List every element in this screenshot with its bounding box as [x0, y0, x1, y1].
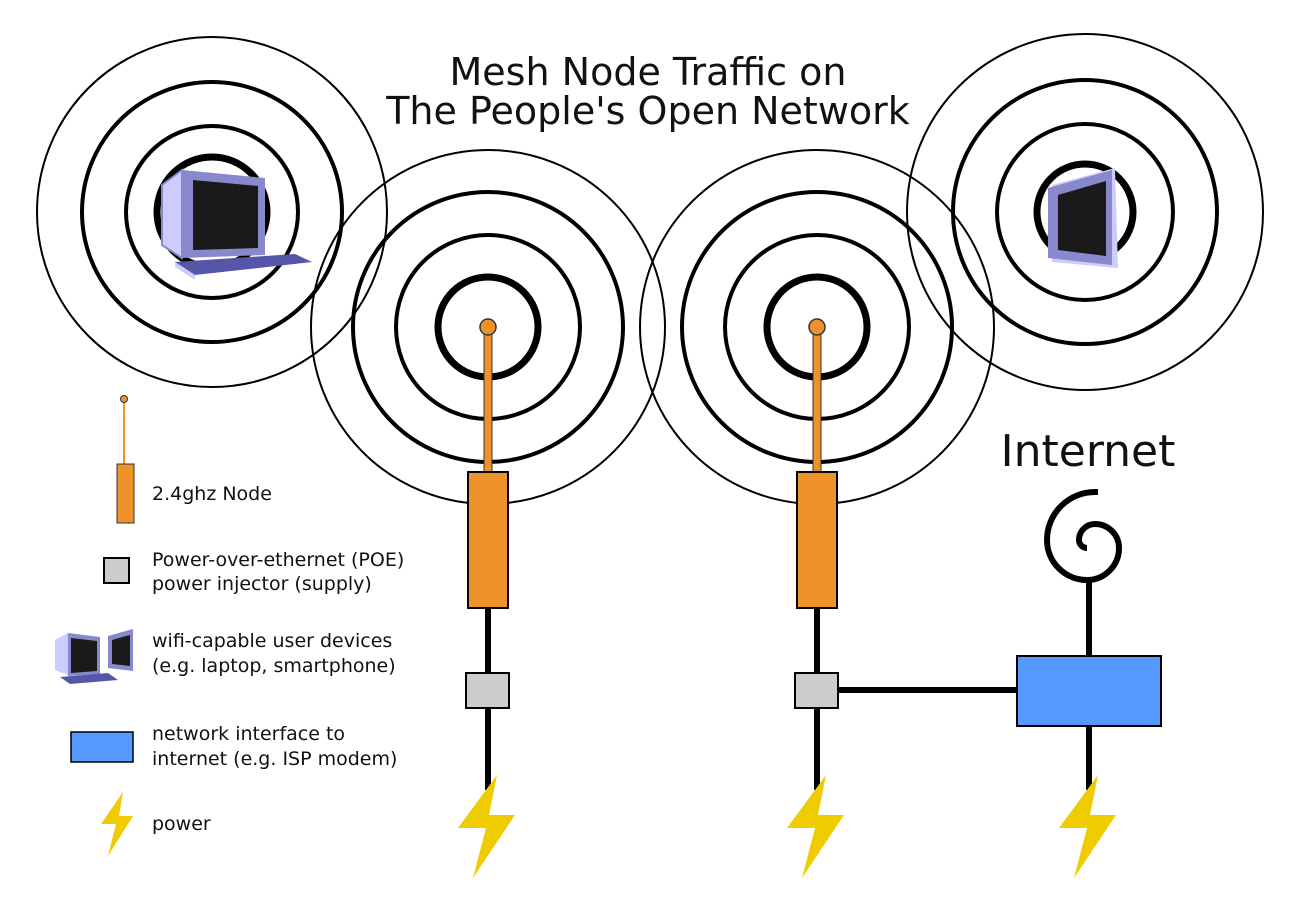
legend-poe-label-1: Power-over-ethernet (POE) [152, 549, 404, 571]
node-1-antenna-tip [479, 318, 497, 336]
legend-modem-label-2: internet (e.g. ISP modem) [152, 748, 397, 770]
node-1-power-bolt [458, 775, 515, 878]
internet-label: Internet [1001, 426, 1176, 477]
laptop-icon [161, 168, 312, 280]
smartphone-icon [1048, 168, 1118, 268]
node-2-antenna [812, 332, 822, 474]
node-1 [458, 318, 515, 878]
modem-box [1016, 655, 1162, 727]
node-1-body [467, 471, 509, 609]
legend-poe-label-2: power injector (supply) [152, 573, 372, 595]
node-2-antenna-tip [808, 318, 826, 336]
legend-devices-label-1: wifi-capable user devices [152, 630, 392, 652]
node-2 [787, 318, 1018, 878]
legend-power-label: power [152, 813, 211, 835]
legend-node-antenna-tip [120, 395, 128, 403]
legend-modem-icon [70, 731, 134, 763]
legend-devices-icon [55, 629, 133, 684]
node-2-body [796, 471, 838, 609]
modem-power-bolt [1059, 775, 1116, 878]
legend-modem-label-1: network interface to [152, 723, 345, 745]
internet-spiral-icon [1043, 489, 1123, 584]
legend-power-icon [101, 792, 133, 856]
legend-devices-label-2: (e.g. laptop, smartphone) [152, 655, 396, 677]
smartphone-signal-rings [906, 33, 1264, 391]
title-line-1: Mesh Node Traffic on [450, 50, 847, 94]
legend-node-icon [116, 463, 135, 524]
node-1-antenna [483, 332, 493, 474]
legend-node-label: 2.4ghz Node [152, 483, 272, 505]
legend-poe-icon [103, 557, 130, 584]
node-1-poe-injector [465, 672, 510, 709]
node-2-poe-injector [794, 672, 839, 709]
title-line-2: The People's Open Network [385, 89, 910, 133]
node-2-power-bolt [787, 775, 844, 878]
legend: 2.4ghz Node Power-over-ethernet (POE) po… [55, 395, 404, 856]
